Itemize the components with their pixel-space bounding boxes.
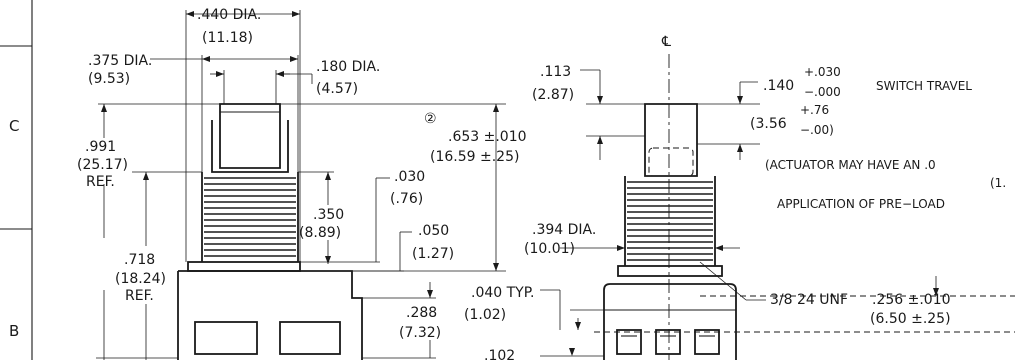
- dim-040-typ: .040 TYP.: [471, 285, 534, 301]
- right-dimensions: .113 (2.87) .140 +.030 −.000 SWITCH TRAV…: [464, 64, 1006, 360]
- note-mark-2: ②: [424, 111, 437, 127]
- dim-140-tol-minus: −.000: [804, 85, 841, 99]
- dim-180-dia-mm: (4.57): [316, 81, 358, 97]
- dim-350: .350: [313, 207, 344, 223]
- note-line-2: (1.: [990, 176, 1006, 190]
- zone-border: C B: [0, 0, 33, 360]
- note-line-1: (ACTUATOR MAY HAVE AN .0: [765, 158, 936, 172]
- dim-440-dia-mm: (11.18): [202, 30, 253, 46]
- right-thread: [624, 176, 716, 266]
- dim-256: .256 ±.010: [872, 292, 951, 308]
- dim-653: .653 ±.010: [448, 129, 527, 145]
- dim-991: .991: [85, 139, 116, 155]
- switch-travel-label: SWITCH TRAVEL: [876, 79, 972, 93]
- dim-140-tol-plus: +.030: [804, 65, 841, 79]
- left-thread: [201, 172, 299, 262]
- zone-label-b: B: [9, 322, 19, 340]
- dim-375-dia-mm: (9.53): [88, 71, 130, 87]
- dim-394-dia: .394 DIA.: [532, 222, 596, 238]
- dim-394-dia-mm: (10.01): [524, 241, 575, 257]
- zone-label-c: C: [9, 117, 19, 135]
- dim-375-dia: .375 DIA.: [88, 53, 152, 69]
- left-switch-body: [177, 10, 363, 360]
- dim-653-mm: (16.59 ±.25): [430, 149, 519, 165]
- dim-140-mm-plus: +.76: [800, 103, 829, 117]
- dim-040-typ-mm: (1.02): [464, 307, 506, 323]
- dim-440-dia: .440 DIA.: [197, 7, 261, 23]
- dim-256-mm: (6.50 ±.25): [870, 311, 951, 327]
- right-switch-body: ℄: [594, 34, 1015, 360]
- dim-113-mm: (2.87): [532, 87, 574, 103]
- dim-102: .102: [484, 348, 515, 360]
- centerline-symbol: ℄: [661, 34, 671, 50]
- dim-030-mm: (.76): [390, 191, 423, 207]
- dim-140: .140: [763, 78, 794, 94]
- dim-050: .050: [418, 223, 449, 239]
- dim-718: .718: [124, 252, 155, 268]
- left-dimensions: .440 DIA. (11.18) .375 DIA. (9.53) .180 …: [77, 7, 527, 360]
- dim-350-mm: (8.89): [299, 225, 341, 241]
- dim-140-mm-minus: −.00): [800, 123, 834, 137]
- dim-180-dia: .180 DIA.: [316, 59, 380, 75]
- dim-991-mm: (25.17): [77, 157, 128, 173]
- dim-991-ref: REF.: [86, 174, 115, 190]
- dim-030: .030: [394, 169, 425, 185]
- note-line-3: APPLICATION OF PRE−LOAD: [777, 197, 945, 211]
- dim-288-mm: (7.32): [399, 325, 441, 341]
- dim-050-mm: (1.27): [412, 246, 454, 262]
- thread-spec: 3/8 24 UNF: [770, 292, 848, 308]
- dim-140-mm: (3.56: [750, 116, 787, 132]
- dim-718-mm: (18.24): [115, 271, 166, 287]
- dim-113: .113: [540, 64, 571, 80]
- dim-288: .288: [406, 305, 437, 321]
- dim-718-ref: REF.: [125, 288, 154, 304]
